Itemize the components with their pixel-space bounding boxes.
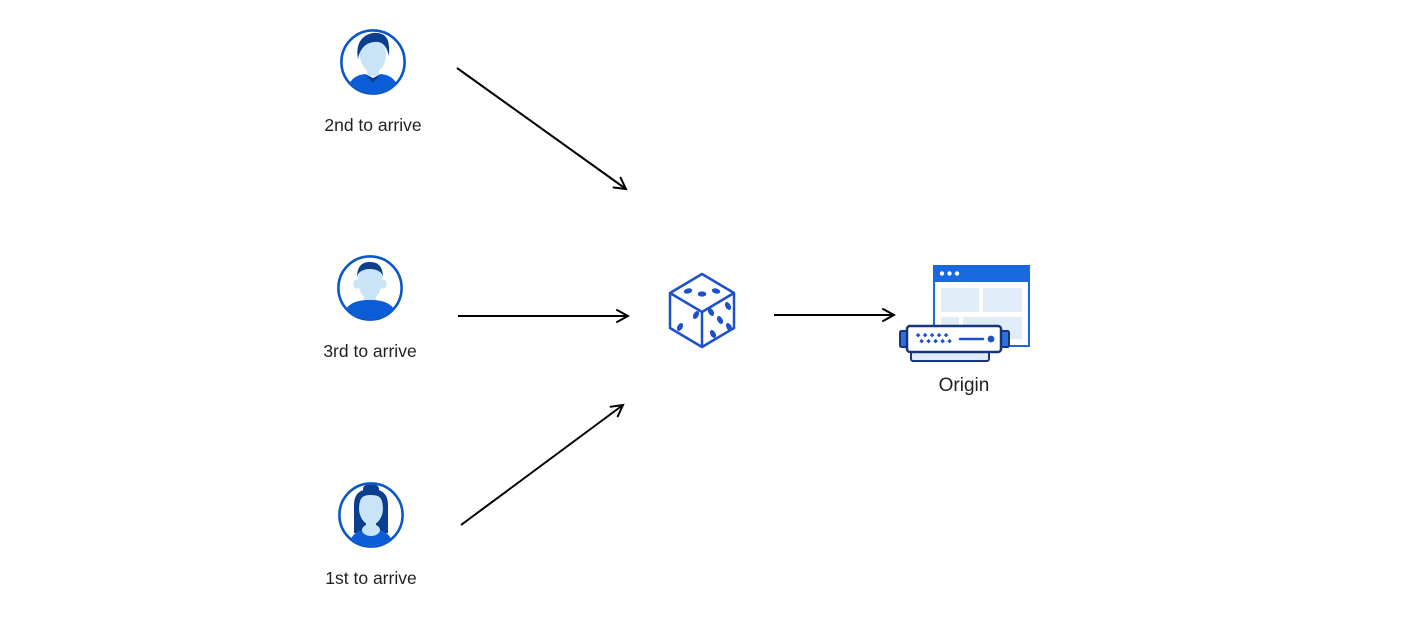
avatar-woman-bun-icon [338, 482, 404, 548]
visitor-3rd-label: 3rd to arrive [323, 341, 417, 361]
origin-server-browser-icon [898, 265, 1030, 362]
avatar-man-swept-hair-icon [340, 29, 406, 95]
arrow-visitor2nd-to-dice [456, 67, 626, 189]
arrow-visitor1st-to-dice [460, 405, 623, 526]
node-origin: Origin [894, 258, 1034, 397]
node-random-selector [667, 271, 737, 351]
visitor-2nd-label: 2nd to arrive [324, 115, 422, 135]
dice-icon [668, 272, 736, 349]
origin-label: Origin [938, 375, 990, 396]
node-visitor-2nd: 2nd to arrive [298, 28, 448, 135]
avatar-man-short-hair-icon [337, 255, 403, 321]
node-visitor-1st: 1st to arrive [296, 481, 446, 588]
server-icon [898, 324, 1010, 362]
visitor-1st-label: 1st to arrive [325, 568, 417, 588]
node-visitor-3rd: 3rd to arrive [295, 254, 445, 361]
